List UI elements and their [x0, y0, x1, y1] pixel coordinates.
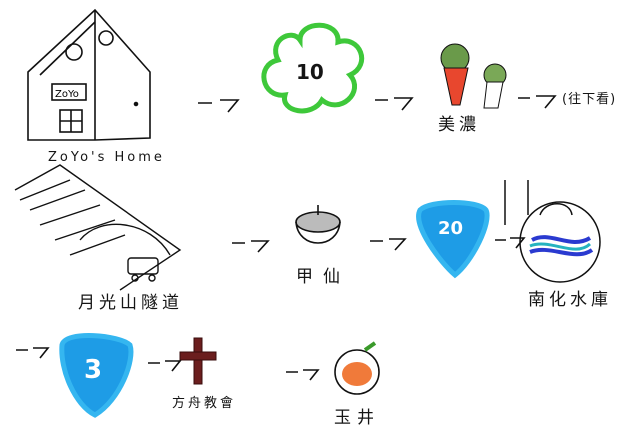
continue-note: (往下看) — [562, 92, 617, 107]
arrow-icon — [518, 95, 557, 109]
vegetables-icon — [440, 43, 507, 109]
church-label: 方舟教會 — [172, 396, 237, 411]
arrow-icon — [232, 240, 270, 253]
tunnel-label: 月光山隧道 — [78, 293, 183, 313]
yujing-label: 玉井 — [334, 408, 380, 428]
tunnel-icon — [14, 164, 182, 291]
route-3-number: 3 — [84, 355, 103, 385]
bowl-icon — [295, 205, 341, 244]
home-label: ZoYo's Home — [48, 150, 165, 165]
arrow-icon — [370, 238, 407, 251]
route-10-flower-icon — [261, 22, 365, 114]
nanhua-label: 南化水庫 — [528, 290, 612, 310]
arrow-icon — [375, 97, 414, 111]
house-sign: ZoYo — [55, 89, 79, 100]
arrow-icon — [198, 99, 240, 113]
meinong-label: 美濃 — [438, 115, 480, 135]
route-20-shield-icon — [416, 200, 490, 279]
arrow-icon — [16, 347, 50, 359]
arrow-icon — [148, 360, 182, 372]
route-20-number: 20 — [438, 218, 464, 239]
jiaxian-label: 甲仙 — [296, 267, 350, 287]
house-icon — [27, 8, 151, 141]
arrow-icon — [495, 237, 526, 249]
arrow-icon — [286, 369, 320, 381]
orange-icon — [334, 341, 380, 395]
reservoir-icon — [504, 180, 601, 283]
route-3-shield-icon — [59, 333, 134, 418]
arrows — [16, 95, 557, 381]
route-10-number: 10 — [296, 60, 324, 84]
cross-icon — [179, 337, 217, 385]
